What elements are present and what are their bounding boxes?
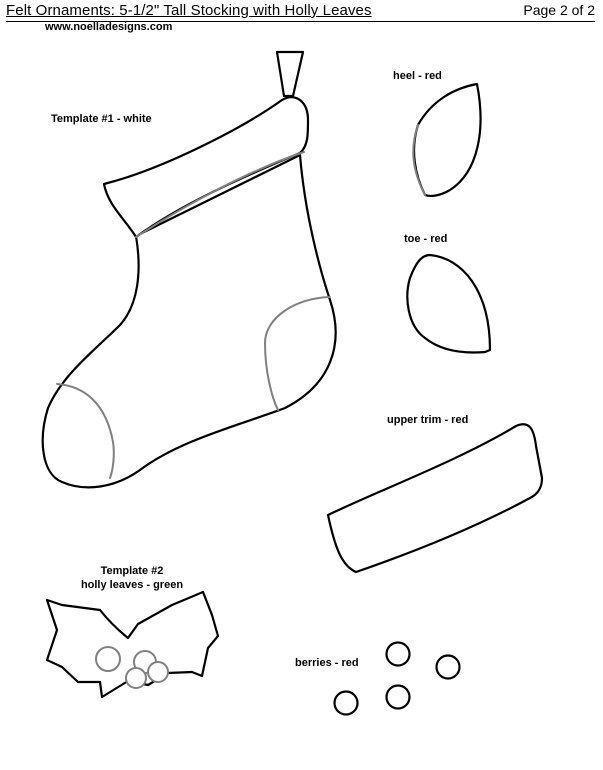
berry-template-4 — [333, 690, 359, 716]
stocking-hanger-shape — [275, 50, 305, 98]
toe-piece-shape — [406, 253, 492, 354]
header-rule — [6, 21, 595, 22]
template2-label: Template #2 — [100, 565, 164, 577]
holly-berry-3 — [147, 661, 169, 683]
toe-seam-line — [56, 383, 115, 479]
berries-label: berries - red — [295, 657, 359, 669]
berry-template-1 — [385, 641, 411, 667]
page-number: Page 2 of 2 — [523, 2, 595, 18]
website-url: www.noelladesigns.com — [45, 21, 173, 33]
upper-trim-shape — [326, 423, 544, 574]
upper-trim-label: upper trim - red — [387, 414, 469, 426]
heel-label: heel - red — [393, 70, 442, 82]
template1-label: Template #1 - white — [51, 113, 152, 125]
heel-piece-seam — [412, 124, 426, 196]
holly-berry-4 — [125, 667, 147, 689]
toe-label: toe - red — [404, 233, 448, 245]
holly-label: holly leaves - green — [80, 579, 184, 591]
document-title: Felt Ornaments: 5-1/2" Tall Stocking wit… — [6, 2, 372, 19]
cuff-seam-line — [135, 151, 305, 238]
holly-berry-1 — [95, 646, 121, 672]
stocking-body-shape — [41, 153, 337, 489]
berry-template-3 — [385, 684, 411, 710]
berry-template-2 — [435, 654, 461, 680]
heel-seam-line — [263, 296, 331, 411]
holly-leaves-shape — [45, 590, 220, 699]
heel-piece-shape — [412, 82, 482, 198]
